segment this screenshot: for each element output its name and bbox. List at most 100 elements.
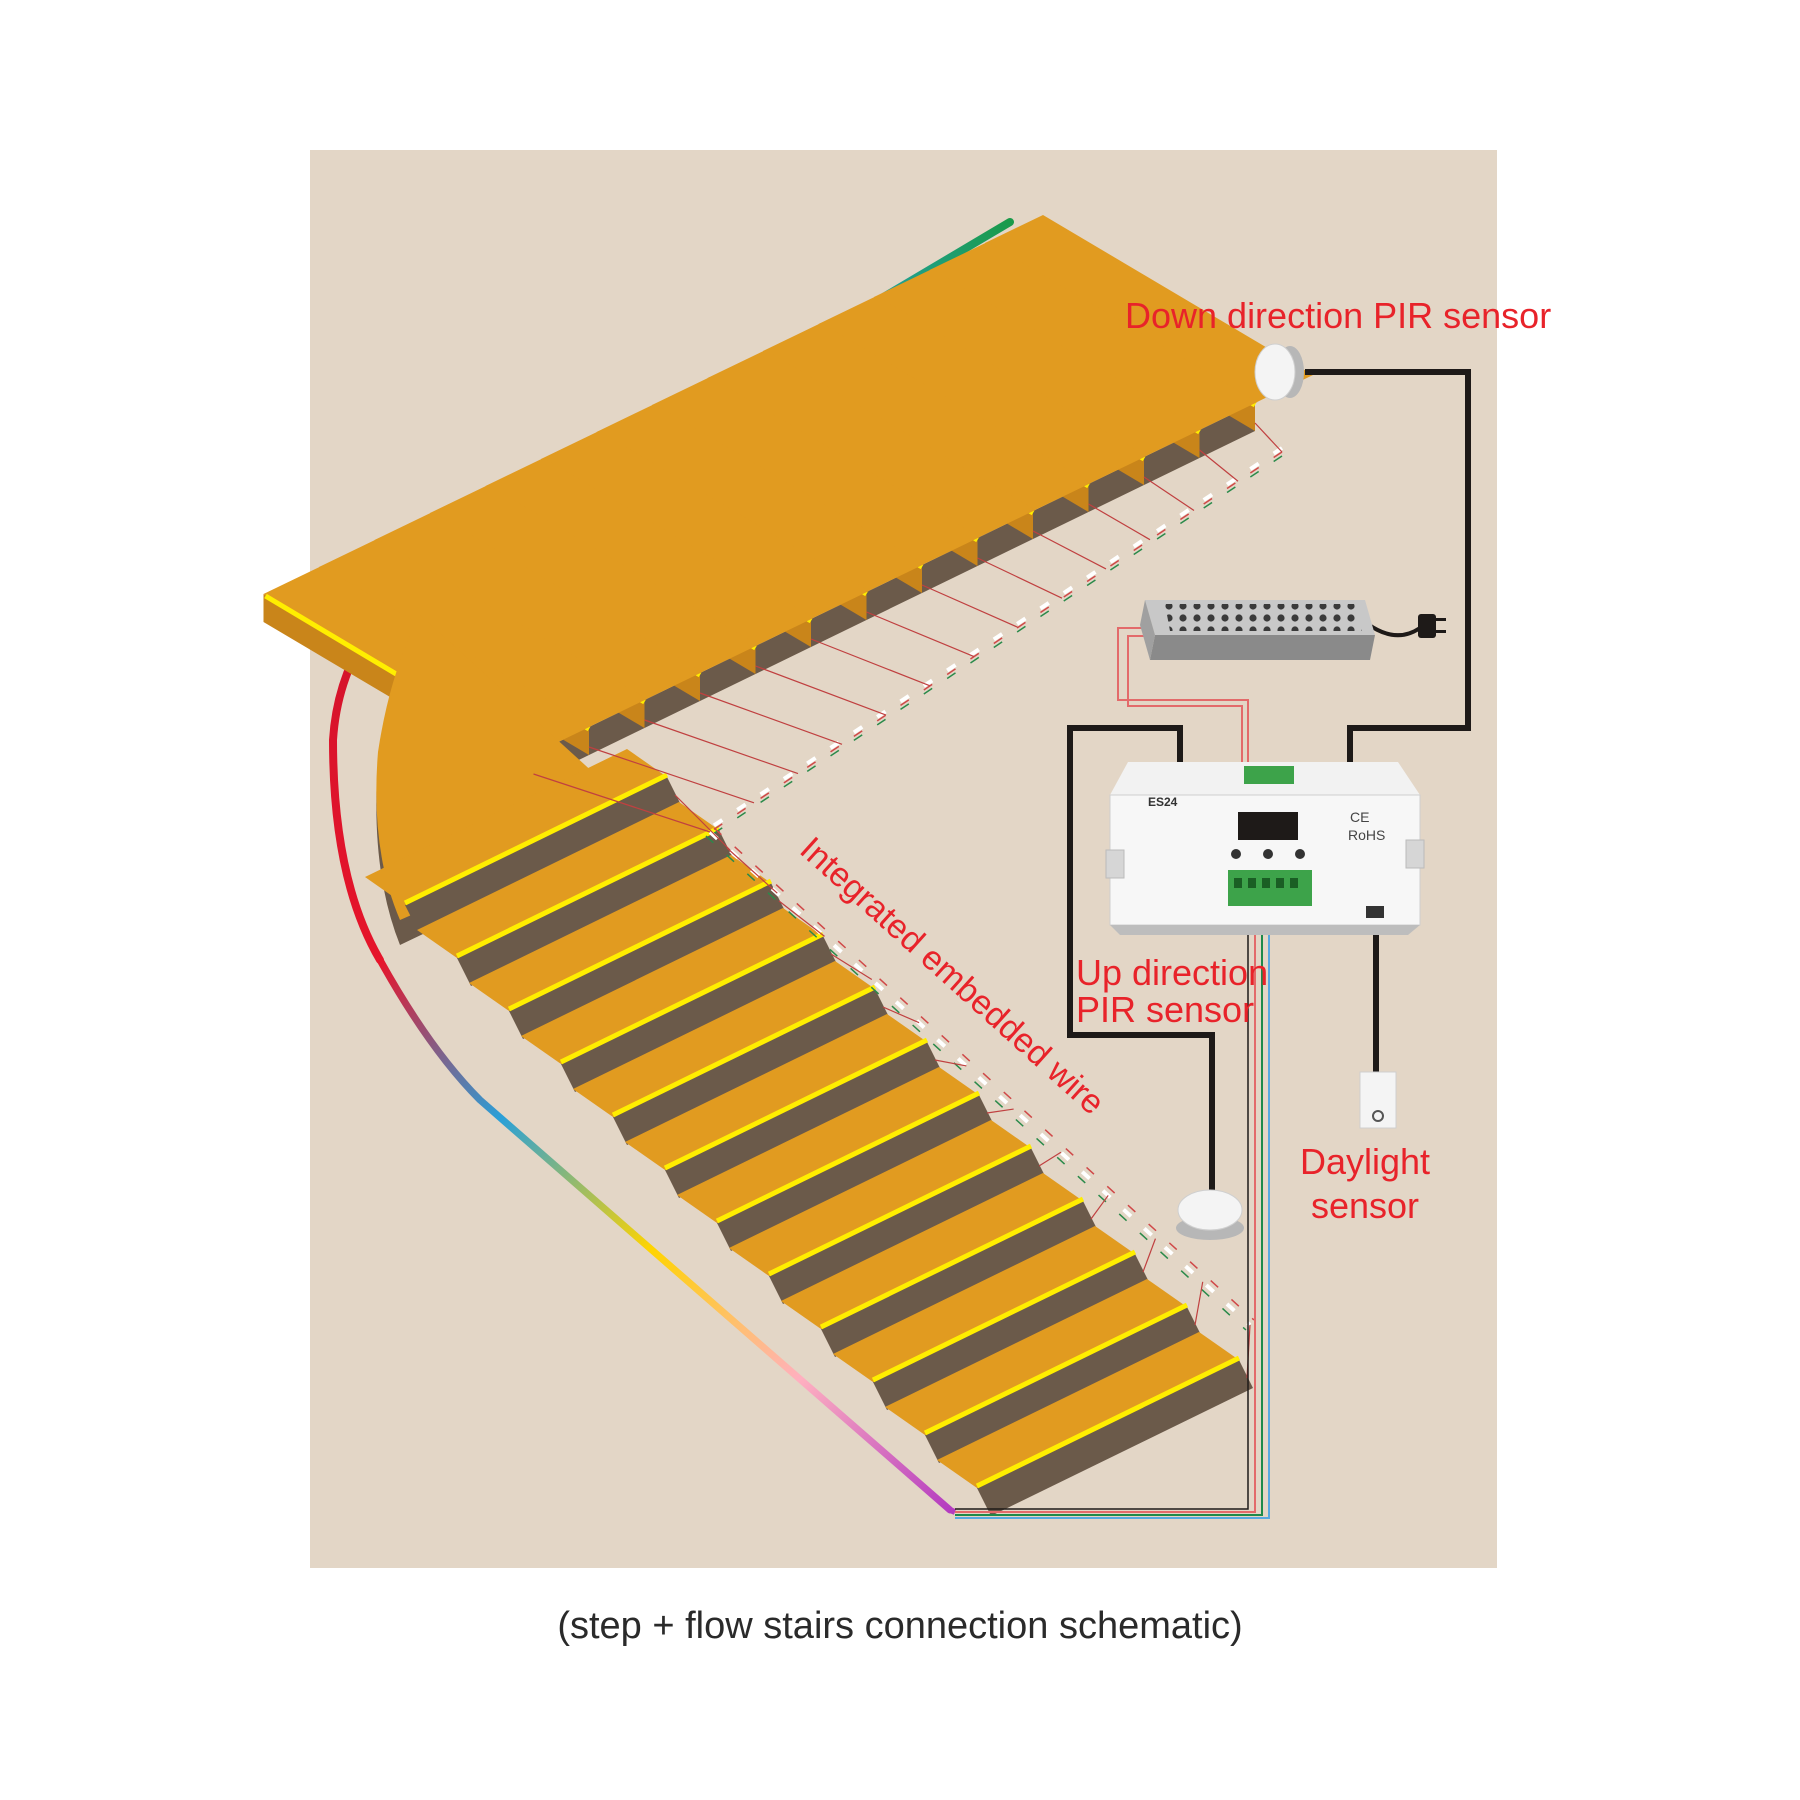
up-sensor-label-line2: PIR sensor xyxy=(1076,989,1254,1030)
wire-feed-upper xyxy=(533,773,711,833)
step-tread xyxy=(521,908,823,1064)
step-tread xyxy=(833,1226,1135,1382)
step-tread xyxy=(707,350,1036,538)
daylight-sensor-icon xyxy=(1359,1071,1397,1129)
step-tread xyxy=(985,215,1313,403)
step-led-strip xyxy=(715,1090,981,1224)
wire-feed-upper xyxy=(921,584,1019,628)
embedded-wire xyxy=(533,422,1284,1379)
wire-feed-upper xyxy=(755,665,887,716)
lower-step xyxy=(937,1332,1253,1516)
daylight-sensor xyxy=(1359,1071,1397,1129)
wire-feed-upper xyxy=(1199,449,1239,482)
wire-feed-lower xyxy=(830,953,873,981)
step-tread xyxy=(365,749,667,905)
step-riser xyxy=(769,1148,1045,1304)
controller-display xyxy=(1238,812,1298,840)
wire-feed-upper xyxy=(1032,530,1107,570)
step-led-strip xyxy=(611,984,877,1118)
step-tread xyxy=(818,296,1147,484)
wire-feed-upper xyxy=(1254,422,1283,453)
step-tread xyxy=(929,242,1258,430)
step-riser xyxy=(561,936,837,1092)
step-tread xyxy=(417,802,719,958)
controller-model: ES24 xyxy=(1148,795,1178,809)
step-tread xyxy=(937,1332,1239,1488)
step-riser xyxy=(873,1254,1149,1410)
step-tread xyxy=(729,1120,1031,1276)
controller-button-down xyxy=(1263,849,1273,859)
lower-stair-flight xyxy=(365,749,1253,1516)
daylight-sensor-label-line1: Daylight xyxy=(1300,1141,1430,1182)
lower-step xyxy=(625,1014,941,1198)
wire-upper-white xyxy=(708,446,1284,830)
step-riser xyxy=(977,1360,1253,1516)
step-led-strip xyxy=(923,1302,1189,1436)
step-led-strip xyxy=(819,1196,1085,1330)
ce-mark: CE xyxy=(1350,809,1369,825)
step-led-strip xyxy=(403,772,669,906)
wire-feed-upper xyxy=(1088,503,1151,541)
step-riser xyxy=(509,883,785,1039)
rohs-mark: RoHS xyxy=(1348,827,1385,843)
wire-upper-red xyxy=(709,451,1283,833)
step-tread xyxy=(885,1279,1187,1435)
down-pir-sensor xyxy=(1254,343,1304,401)
wire-feed-upper xyxy=(644,719,799,775)
power-supply-icon xyxy=(1140,600,1375,660)
step-led-strip xyxy=(871,1249,1137,1383)
step-tread xyxy=(485,458,814,646)
step-tread xyxy=(625,1014,927,1170)
step-riser xyxy=(925,1307,1201,1463)
lower-step xyxy=(417,802,733,986)
step-riser xyxy=(613,989,889,1145)
step-tread xyxy=(430,485,758,673)
stair-controller-icon: ES24 CE RoHS xyxy=(1105,762,1425,935)
lower-step xyxy=(729,1120,1045,1304)
wire-feed-lower xyxy=(882,1006,920,1024)
wire-upper-green xyxy=(709,455,1283,837)
up-sensor-label-line1: Up direction xyxy=(1076,952,1268,993)
step-tread xyxy=(374,512,703,700)
wire-feed-lower xyxy=(778,900,825,937)
wire-feed-lower xyxy=(986,1108,1014,1114)
wire-feed-upper xyxy=(810,638,931,687)
lower-step xyxy=(885,1279,1201,1463)
lower-step xyxy=(365,749,681,933)
up-pir-sensor xyxy=(1176,1189,1244,1240)
step-tread xyxy=(319,539,647,727)
step-tread xyxy=(573,961,875,1117)
step-led-strip xyxy=(507,878,773,1012)
pir-sensor-icon xyxy=(1254,343,1304,401)
daylight-sensor-label-line2: sensor xyxy=(1311,1185,1419,1226)
step-riser xyxy=(405,777,681,933)
lower-step xyxy=(521,908,837,1092)
wire-lower-red xyxy=(713,827,1255,1321)
step-tread xyxy=(781,1173,1083,1329)
step-tread xyxy=(677,1067,979,1223)
step-riser xyxy=(665,1042,941,1198)
step-riser xyxy=(717,1095,993,1251)
wire-feed-lower xyxy=(1194,1281,1204,1326)
wire-feed-lower xyxy=(726,847,778,894)
lower-step xyxy=(469,855,785,1039)
lower-step xyxy=(833,1226,1149,1410)
wire-feed-lower xyxy=(674,794,731,851)
controller-button-m xyxy=(1231,849,1241,859)
step-tread xyxy=(469,855,771,1011)
step-led-strip xyxy=(559,931,825,1065)
wire-feed-upper xyxy=(588,746,755,804)
wire-lower-green xyxy=(705,835,1247,1331)
wire-feed-upper xyxy=(866,611,975,658)
lower-step xyxy=(781,1173,1097,1357)
step-riser xyxy=(457,830,733,986)
wire-feed-lower xyxy=(934,1059,967,1067)
wire-feed-lower xyxy=(1142,1238,1157,1273)
step-led-strip xyxy=(975,1355,1241,1489)
pir-sensor-icon xyxy=(1176,1189,1244,1240)
wire-feed-lower xyxy=(1090,1195,1109,1220)
controller-button-up xyxy=(1295,849,1305,859)
step-tread xyxy=(874,269,1202,457)
wire-feed-lower xyxy=(1038,1151,1062,1167)
power-plug-icon xyxy=(1418,614,1446,638)
